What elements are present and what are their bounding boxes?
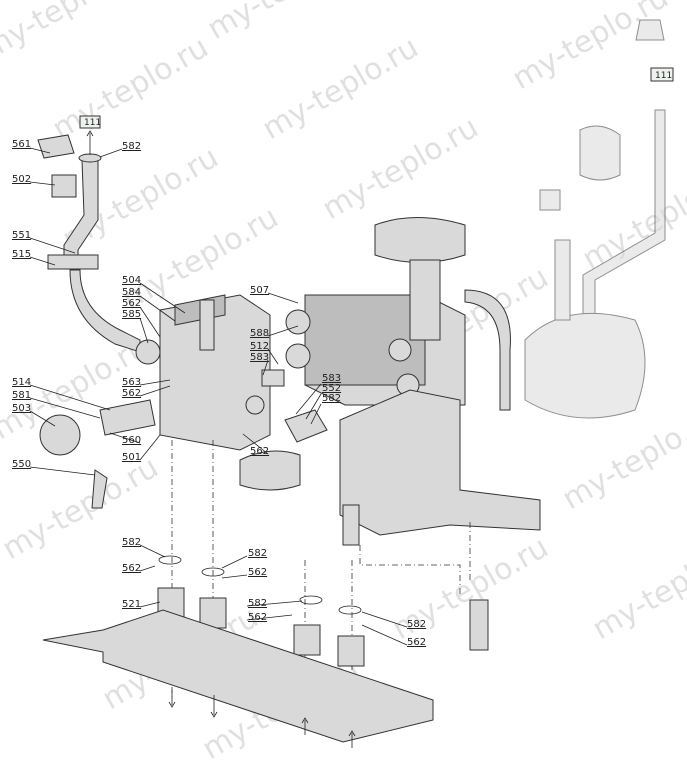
label-562: 562	[122, 563, 141, 574]
label-512: 512	[250, 341, 269, 352]
reference-box-left-text: 111	[84, 118, 101, 128]
part-labels: 561 502 551 515 582 504 584 562 585 507 …	[12, 139, 426, 648]
label-551: 551	[12, 230, 31, 241]
label-583: 583	[322, 373, 341, 384]
label-560: 560	[122, 435, 141, 446]
hot-water-out-icon	[301, 717, 309, 735]
heating-return-icon	[168, 690, 176, 708]
label-582: 582	[248, 598, 267, 609]
background-assembly	[524, 19, 666, 419]
label-502: 502	[12, 174, 31, 185]
label-583: 583	[250, 352, 269, 363]
label-562: 562	[250, 446, 269, 457]
hydraulic-block-right	[239, 289, 541, 651]
left-pipe-assembly	[37, 134, 141, 353]
label-563: 563	[122, 377, 141, 388]
label-562: 562	[122, 388, 141, 399]
label-503: 503	[12, 403, 31, 414]
label-582: 582	[407, 619, 426, 630]
watermark: my-teplo.ru	[202, 0, 370, 47]
mounting-plate	[42, 609, 434, 743]
reference-box-right	[650, 67, 674, 82]
label-562: 562	[248, 612, 267, 623]
cold-water-in-icon	[210, 695, 218, 718]
label-562: 562	[407, 637, 426, 648]
label-550: 550	[12, 459, 31, 470]
label-504: 504	[122, 275, 141, 286]
label-582: 582	[122, 537, 141, 548]
label-562: 562	[122, 298, 141, 309]
reference-box-left	[79, 115, 101, 129]
label-588: 588	[250, 328, 269, 339]
watermark: my-teplo.ru	[587, 530, 687, 647]
reference-box-right-text: 111	[655, 71, 672, 81]
label-507: 507	[250, 285, 269, 296]
label-521: 521	[122, 599, 141, 610]
watermark: my-teplo.ru	[507, 0, 675, 97]
watermark: my-teplo.ru	[0, 0, 144, 67]
label-582: 582	[122, 141, 141, 152]
plate-heat-exchanger	[285, 294, 466, 406]
label-552: 552	[322, 383, 341, 394]
label-562: 562	[248, 567, 267, 578]
label-584: 584	[122, 287, 141, 298]
label-515: 515	[12, 249, 31, 260]
label-582: 582	[322, 393, 341, 404]
main-hydraulic-block	[39, 294, 328, 509]
heating-flow-icon	[348, 730, 356, 748]
label-582: 582	[248, 548, 267, 559]
label-581: 581	[12, 390, 31, 401]
label-501: 501	[122, 452, 141, 463]
label-561: 561	[12, 139, 31, 150]
label-514: 514	[12, 377, 31, 388]
pump-motor	[374, 217, 466, 341]
label-585: 585	[122, 309, 141, 320]
watermark: my-teplo.ru	[317, 110, 485, 227]
watermark: my-teplo.ru	[47, 30, 215, 147]
leader-lines	[29, 147, 408, 646]
watermark: my-teplo.ru	[257, 30, 425, 147]
